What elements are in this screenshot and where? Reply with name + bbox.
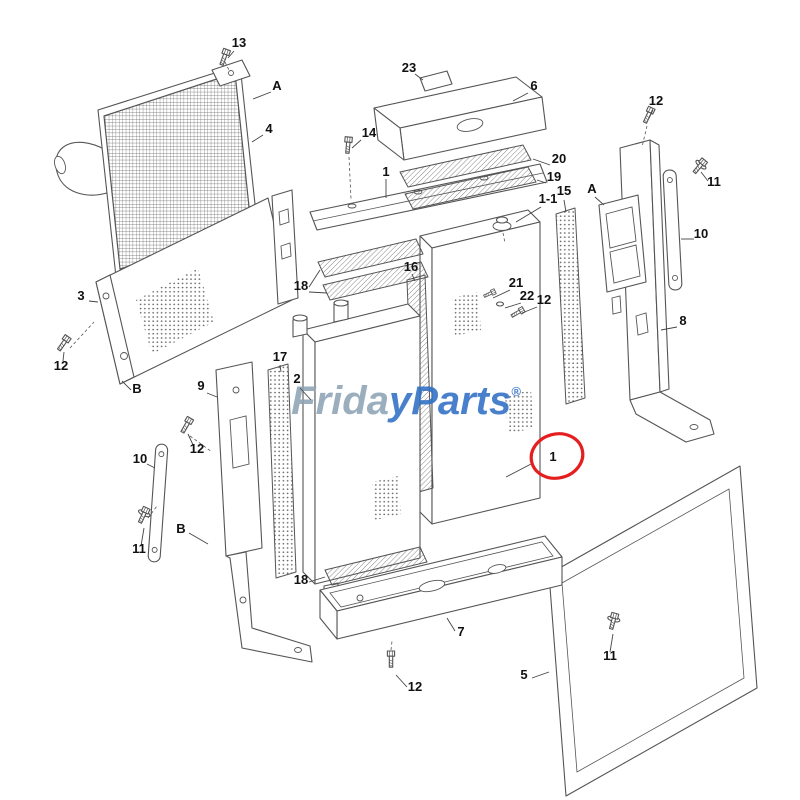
label-11-bottom: 11: [603, 648, 617, 663]
side-panel-part5: [548, 465, 758, 797]
label-22: 22: [520, 288, 534, 303]
bolt-12-left: [55, 334, 72, 353]
label-A-right: A: [587, 181, 597, 196]
seal-plate-19: [404, 166, 537, 210]
radiator-cap: [495, 216, 509, 224]
label-12-left: 12: [54, 358, 68, 373]
label-19: 19: [547, 169, 561, 184]
label-A-top: A: [272, 78, 282, 93]
bolt-12-topright: [641, 105, 656, 125]
vent-grid: [372, 476, 401, 520]
intercooler-part4: [54, 47, 259, 278]
label-18-lower: 18: [294, 572, 308, 587]
washer-22: [495, 301, 505, 307]
label-12-mid: 12: [190, 441, 204, 456]
bracket-plate: [271, 189, 299, 305]
label-4: 4: [265, 121, 273, 136]
label-12-bottom: 12: [408, 679, 422, 694]
radiator-core-right: [419, 209, 541, 525]
label-7: 7: [457, 624, 464, 639]
label-10-right: 10: [694, 226, 708, 241]
bolt-12-bottom: [386, 650, 396, 668]
label-12-topright: 12: [649, 93, 663, 108]
label-11-right: 11: [707, 174, 721, 189]
strip-part10-left: [147, 443, 169, 563]
seal-strip-part15: [555, 207, 586, 405]
perforation-area: [136, 268, 214, 354]
vent-grid: [505, 390, 534, 434]
label-20: 20: [552, 151, 566, 166]
seal-plate-18-lower: [324, 546, 428, 586]
label-21: 21: [509, 275, 523, 290]
label-6: 6: [530, 78, 537, 93]
plate-part23: [419, 70, 453, 92]
seal-strip-part17: [267, 363, 297, 579]
bracket-foot: [629, 391, 715, 443]
label-10-left: 10: [133, 451, 147, 466]
label-1-highlighted: 1: [549, 449, 556, 464]
gasket-frame-A: [598, 194, 647, 293]
lower-tray-part7: [319, 535, 563, 668]
label-11-left: 11: [132, 541, 146, 556]
strip-part10-right: [662, 169, 683, 291]
label-1-plate: 1: [382, 164, 389, 179]
label-B-mid: B: [176, 521, 185, 536]
bracket-foot: [225, 551, 313, 663]
seal-plates-19-20: [399, 144, 537, 210]
label-5: 5: [520, 667, 527, 682]
bolt-14: [343, 136, 353, 155]
label-15: 15: [557, 183, 571, 198]
label-3: 3: [77, 288, 84, 303]
upper-shroud-part6: [373, 76, 547, 161]
part-labels: 13 A 4 23 6 14 1 20 19 1-1 15 A 12 11 10…: [54, 35, 721, 694]
label-16: 16: [404, 259, 418, 274]
assembly-axis-lines: [69, 61, 648, 651]
label-12-cap: 12: [537, 292, 551, 307]
label-17: 17: [273, 349, 287, 364]
label-13: 13: [232, 35, 246, 50]
label-14: 14: [362, 125, 377, 140]
label-1-1: 1-1: [539, 191, 558, 206]
watermark-logo: FridayParts®: [291, 379, 521, 423]
label-B-left: B: [132, 381, 141, 396]
left-bracket-part9: [134, 361, 313, 663]
bolt-12-mid: [178, 415, 195, 435]
label-9: 9: [197, 378, 204, 393]
highlight-circle: [529, 432, 585, 480]
hose: [55, 141, 111, 196]
label-8: 8: [679, 313, 686, 328]
bolt-11-leftmid: [134, 505, 152, 525]
label-2: 2: [293, 371, 300, 386]
label-23: 23: [402, 60, 416, 75]
vent-grid: [452, 292, 481, 336]
label-18-upper: 18: [294, 278, 308, 293]
seal-plates-18-upper: [317, 238, 429, 301]
leader-lines: [62, 50, 709, 688]
radiator-core-left-part2: [292, 299, 421, 602]
seal-plate-20: [399, 144, 532, 188]
